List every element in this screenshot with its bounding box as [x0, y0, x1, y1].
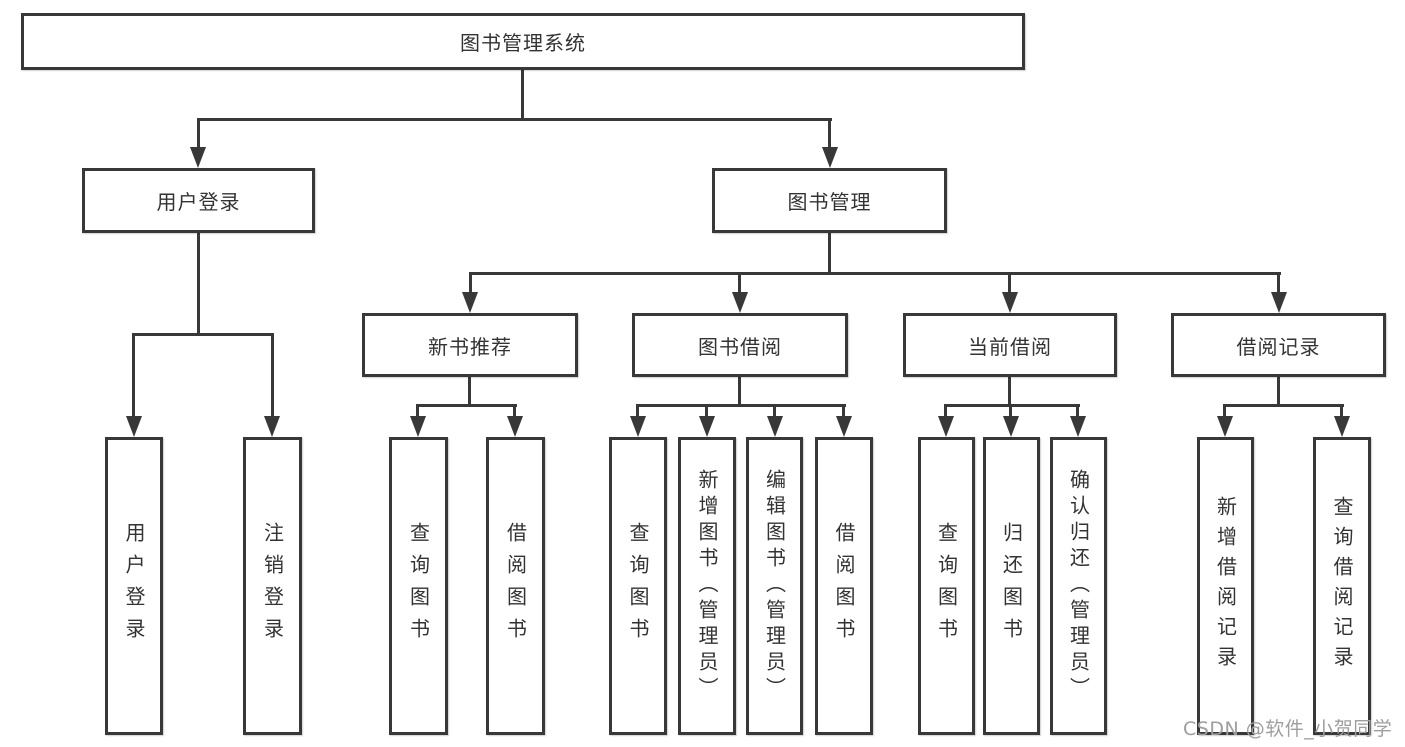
connector-drop-level2 — [469, 272, 472, 298]
node-current-borrowing: 当前借阅 — [903, 313, 1117, 377]
node-current-borrowing-label: 当前借阅 — [968, 334, 1052, 359]
arrowhead-icon — [732, 292, 748, 313]
node-book-borrowing-label: 图书借阅 — [698, 334, 782, 359]
leaf-add-borrow-record-label: 新增借阅记录 — [1213, 496, 1238, 676]
arrowhead-icon — [1271, 292, 1287, 313]
leaf-return-books-label: 归还图书 — [999, 522, 1024, 650]
arrowhead-icon — [507, 416, 523, 437]
connector-drop-level2 — [738, 272, 741, 298]
connector-newbooks-stem — [468, 377, 471, 407]
leaf-query-books-2: 查询图书 — [609, 437, 667, 735]
connector-drop-leaf — [132, 333, 135, 421]
connector-currentborrow-split — [945, 404, 1080, 407]
leaf-query-books-1: 查询图书 — [389, 437, 448, 735]
connector-drop-leaf — [636, 404, 639, 422]
arrowhead-icon — [1070, 416, 1086, 437]
leaf-borrow-books-1: 借阅图书 — [486, 437, 545, 735]
node-borrowing-records-label: 借阅记录 — [1236, 334, 1321, 359]
leaf-borrow-books-1-label: 借阅图书 — [503, 522, 528, 650]
node-new-book-recommend: 新书推荐 — [362, 313, 578, 377]
connector-userlogin-split — [133, 333, 274, 336]
arrowhead-icon — [410, 416, 426, 437]
connector-drop-leaf — [513, 404, 516, 422]
connector-drop-leaf — [1009, 404, 1012, 422]
connector-drop-leaf — [705, 404, 708, 422]
leaf-logout-label: 注销登录 — [260, 522, 285, 650]
arrowhead-icon — [1003, 416, 1019, 437]
leaf-edit-books-admin: 编辑图书（管理员） — [746, 437, 803, 735]
connector-records-split — [1224, 404, 1344, 407]
arrowhead-icon — [699, 416, 715, 437]
leaf-user-login-label: 用户登录 — [122, 522, 146, 650]
connector-level2-split — [469, 272, 1281, 275]
leaf-borrow-books-2-label: 借阅图书 — [832, 522, 856, 650]
connector-records-stem — [1277, 377, 1280, 407]
leaf-logout: 注销登录 — [243, 437, 302, 735]
leaf-add-books-admin-label: 新增图书（管理员） — [695, 469, 719, 703]
arrowhead-icon — [462, 292, 478, 313]
connector-drop-leaf — [416, 404, 419, 422]
node-root-label: 图书管理系统 — [460, 31, 586, 55]
leaf-query-books-2-label: 查询图书 — [626, 522, 650, 650]
connector-bookborrow-split — [637, 404, 846, 407]
connector-newbooks-split — [417, 404, 517, 407]
connector-root-split — [197, 118, 832, 121]
arrowhead-icon — [767, 416, 783, 437]
leaf-confirm-return-admin-label: 确认归还（管理员） — [1066, 469, 1091, 703]
connector-bookmgmt-stem — [828, 233, 831, 275]
connector-drop-level2 — [1277, 272, 1280, 298]
connector-drop-leaf — [1076, 404, 1079, 422]
connector-root-stem — [521, 69, 524, 121]
arrowhead-icon — [190, 147, 206, 168]
leaf-edit-books-admin-label: 编辑图书（管理员） — [762, 469, 787, 703]
connector-drop-level2 — [1008, 272, 1011, 298]
node-book-management-label: 图书管理 — [787, 190, 872, 214]
connector-drop-leaf — [773, 404, 776, 422]
leaf-add-borrow-record: 新增借阅记录 — [1197, 437, 1254, 735]
leaf-query-books-3-label: 查询图书 — [934, 522, 959, 650]
arrowhead-icon — [126, 416, 142, 437]
arrowhead-icon — [822, 147, 838, 168]
connector-drop-leaf — [271, 333, 274, 421]
arrowhead-icon — [630, 416, 646, 437]
node-user-login: 用户登录 — [82, 168, 315, 233]
arrowhead-icon — [938, 416, 954, 437]
node-borrowing-records: 借阅记录 — [1171, 313, 1386, 377]
node-user-login-label: 用户登录 — [156, 190, 241, 214]
connector-drop-leaf — [1223, 404, 1226, 422]
connector-drop-leaf — [842, 404, 845, 422]
connector-currentborrow-stem — [1008, 377, 1011, 407]
connector-drop-user-login — [197, 118, 200, 152]
connector-bookborrow-stem — [738, 377, 741, 407]
leaf-add-books-admin: 新增图书（管理员） — [678, 437, 736, 735]
node-book-management: 图书管理 — [712, 168, 947, 233]
leaf-query-borrow-record: 查询借阅记录 — [1313, 437, 1371, 735]
arrowhead-icon — [264, 416, 280, 437]
arrowhead-icon — [1002, 292, 1018, 313]
arrowhead-icon — [836, 416, 852, 437]
leaf-query-books-3: 查询图书 — [918, 437, 975, 735]
leaf-query-books-1-label: 查询图书 — [406, 522, 431, 650]
csdn-watermark: CSDN @软件_小贺同学 — [1183, 718, 1393, 740]
connector-userlogin-stem — [197, 233, 200, 336]
arrowhead-icon — [1334, 416, 1350, 437]
connector-drop-leaf — [944, 404, 947, 422]
node-new-book-recommend-label: 新书推荐 — [428, 334, 512, 359]
leaf-borrow-books-2: 借阅图书 — [815, 437, 873, 735]
node-book-borrowing: 图书借阅 — [632, 313, 848, 377]
leaf-query-borrow-record-label: 查询借阅记录 — [1330, 496, 1354, 676]
arrowhead-icon — [1217, 416, 1233, 437]
leaf-return-books: 归还图书 — [983, 437, 1040, 735]
leaf-user-login: 用户登录 — [105, 437, 163, 735]
node-root: 图书管理系统 — [21, 13, 1025, 70]
connector-drop-leaf — [1340, 404, 1343, 422]
connector-drop-book-mgmt — [828, 118, 831, 152]
leaf-confirm-return-admin: 确认归还（管理员） — [1050, 437, 1107, 735]
